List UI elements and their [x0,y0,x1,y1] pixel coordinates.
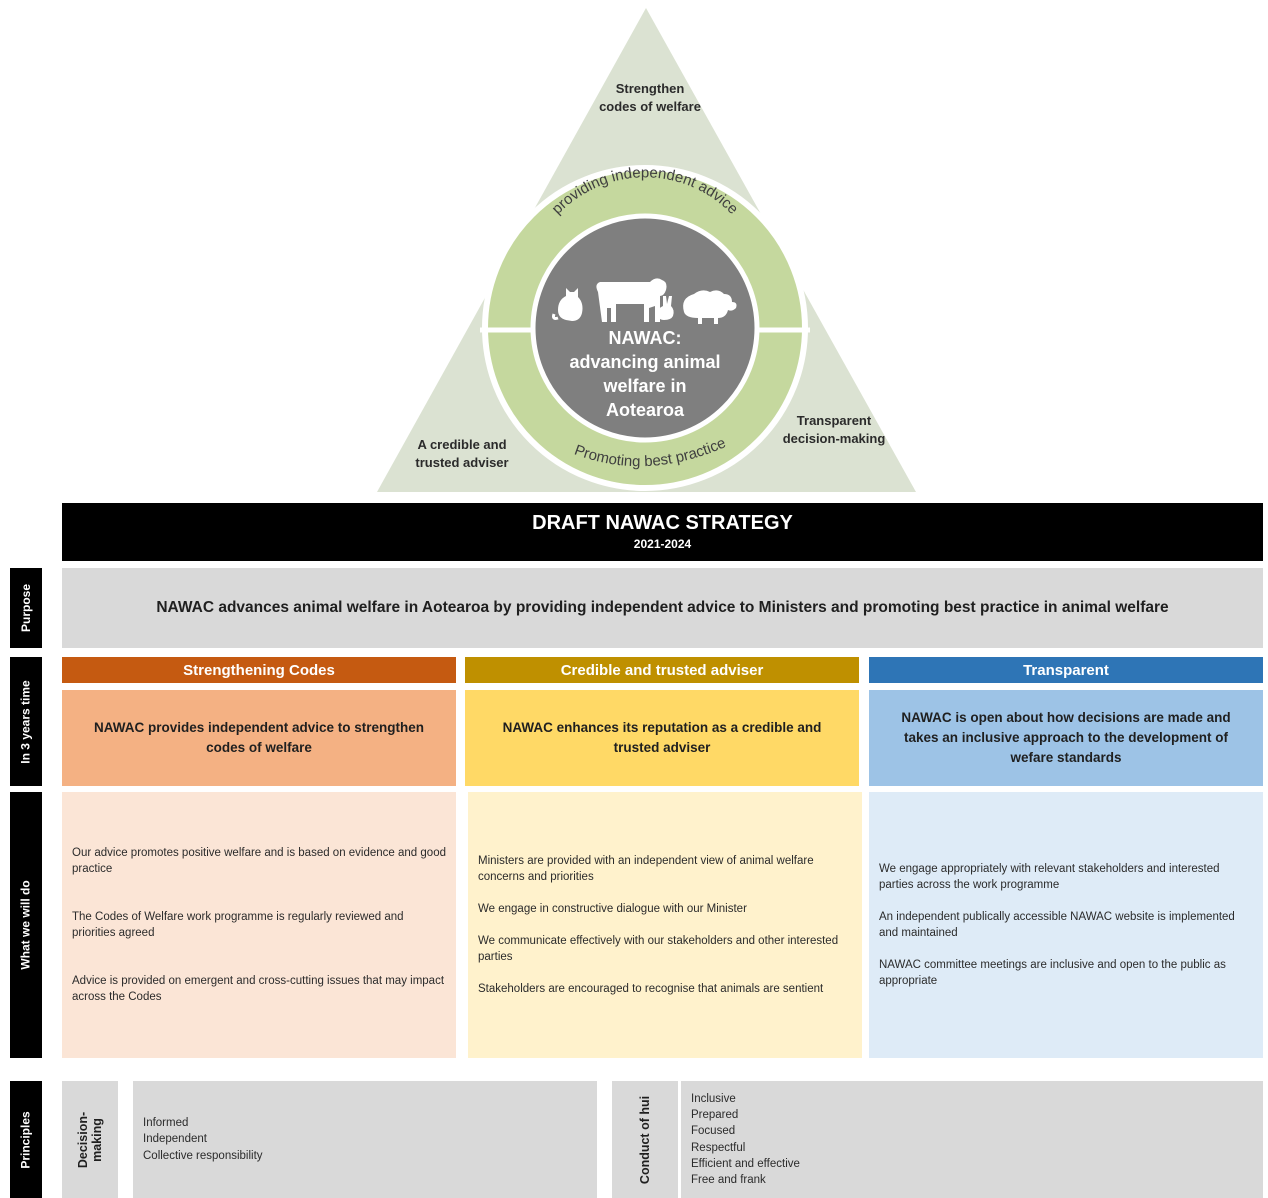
column-heading-text: Credible and trusted adviser [560,661,764,679]
label-line: A credible and [417,437,507,452]
center-title-line: NAWAC: [608,328,682,348]
principle-list-decision-making: Informed Independent Collective responsi… [133,1081,597,1198]
label-line: decision-making [782,431,886,446]
goal-text: NAWAC provides independent advice to str… [93,720,425,755]
action-item: Our advice promotes positive welfare and… [72,847,446,875]
goal-strengthening-codes: NAWAC provides independent advice to str… [62,690,456,786]
principle-label-conduct-of-hui: Conduct of hui [612,1081,678,1198]
principle-item: Efficient and effective [691,1157,800,1170]
column-heading-credible-adviser: Credible and trusted adviser [465,657,859,683]
goal-credible-adviser: NAWAC enhances its reputation as a credi… [465,690,859,786]
side-tab-label: In 3 years time [19,679,34,764]
diagram-graphic: providing independent advice Promoting b… [377,8,916,492]
cow-icon [596,278,667,322]
action-item: An independent publically accessible NAW… [879,911,1235,939]
column-heading-text: Strengthening Codes [183,661,335,679]
action-item: Ministers are provided with an independe… [478,855,814,883]
column-heading-text: Transparent [1023,661,1109,679]
label-credible-adviser: A credible and trusted adviser [392,436,532,472]
principle-label-text: Conduct of hui [638,1095,653,1184]
center-circle [530,213,760,443]
label-line: codes of welfare [599,99,701,114]
principle-item: Focused [691,1125,736,1138]
rabbit-icon [658,296,674,320]
label-line: trusted adviser [415,455,509,470]
side-tab-label: Principles [19,1110,34,1169]
principle-item: Respectful [691,1141,746,1154]
actions-transparent: We engage appropriately with relevant st… [869,792,1263,1058]
column-heading-strengthening-codes: Strengthening Codes [62,657,456,683]
strategy-title: DRAFT NAWAC STRATEGY [532,512,793,534]
action-item: Advice is provided on emergent and cross… [72,975,445,1003]
center-title-line: Aotearoa [605,400,685,420]
column-heading-transparent: Transparent [869,657,1263,683]
label-transparent: Transparent decision-making [764,412,904,448]
side-tab-purpose: Purpose [10,568,42,648]
side-tab-in-3-years: In 3 years time [10,657,42,786]
principle-list-conduct-of-hui: Inclusive Prepared Focused Respectful Ef… [681,1081,1263,1198]
label-line: Strengthen [615,81,685,96]
principle-item: Independent [143,1133,207,1146]
principle-item: Prepared [691,1108,739,1121]
action-item: The Codes of Welfare work programme is r… [72,911,404,939]
label-strengthen-codes: Strengthen codes of welfare [580,80,720,116]
purpose-statement: NAWAC advances animal welfare in Aotearo… [62,568,1263,648]
principle-label-decision-making: Decision-making [62,1081,118,1198]
center-title-line: welfare in [603,376,687,396]
goal-text: NAWAC is open about how decisions are ma… [901,710,1231,765]
center-title-line: advancing animal [569,352,721,372]
label-line: Transparent [796,413,872,428]
principle-label-text: Decision-making [76,1111,105,1168]
sheep-icon [683,290,737,324]
purpose-text: NAWAC advances animal welfare in Aotearo… [156,599,1169,616]
center-title: NAWAC: advancing animal welfare in Aotea… [555,326,735,422]
action-item: NAWAC committee meetings are inclusive a… [879,959,1226,987]
action-item: Stakeholders are encouraged to recognise… [478,983,824,995]
strategy-years: 2021-2024 [633,537,692,551]
action-item: We communicate effectively with our stak… [478,935,839,963]
goal-transparent: NAWAC is open about how decisions are ma… [869,690,1263,786]
side-tab-what-we-will-do: What we will do [10,792,42,1058]
actions-credible-adviser: Ministers are provided with an independe… [468,792,862,1058]
action-item: We engage in constructive dialogue with … [478,903,747,915]
strategy-header: DRAFT NAWAC STRATEGY 2021-2024 [62,503,1263,561]
principle-item: Inclusive [691,1092,736,1105]
principle-item: Informed [143,1117,189,1130]
side-tab-label: Purpose [19,583,34,633]
side-tab-label: What we will do [19,880,33,970]
strategy-diagram: providing independent advice Promoting b… [0,0,1268,495]
goal-text: NAWAC enhances its reputation as a credi… [502,720,822,755]
principle-item: Free and frank [691,1174,766,1187]
cat-icon [552,288,583,321]
actions-strengthening-codes: Our advice promotes positive welfare and… [62,792,456,1058]
principle-item: Collective responsibility [143,1149,263,1162]
side-tab-principles: Principles [10,1081,42,1198]
action-item: We engage appropriately with relevant st… [879,863,1220,891]
